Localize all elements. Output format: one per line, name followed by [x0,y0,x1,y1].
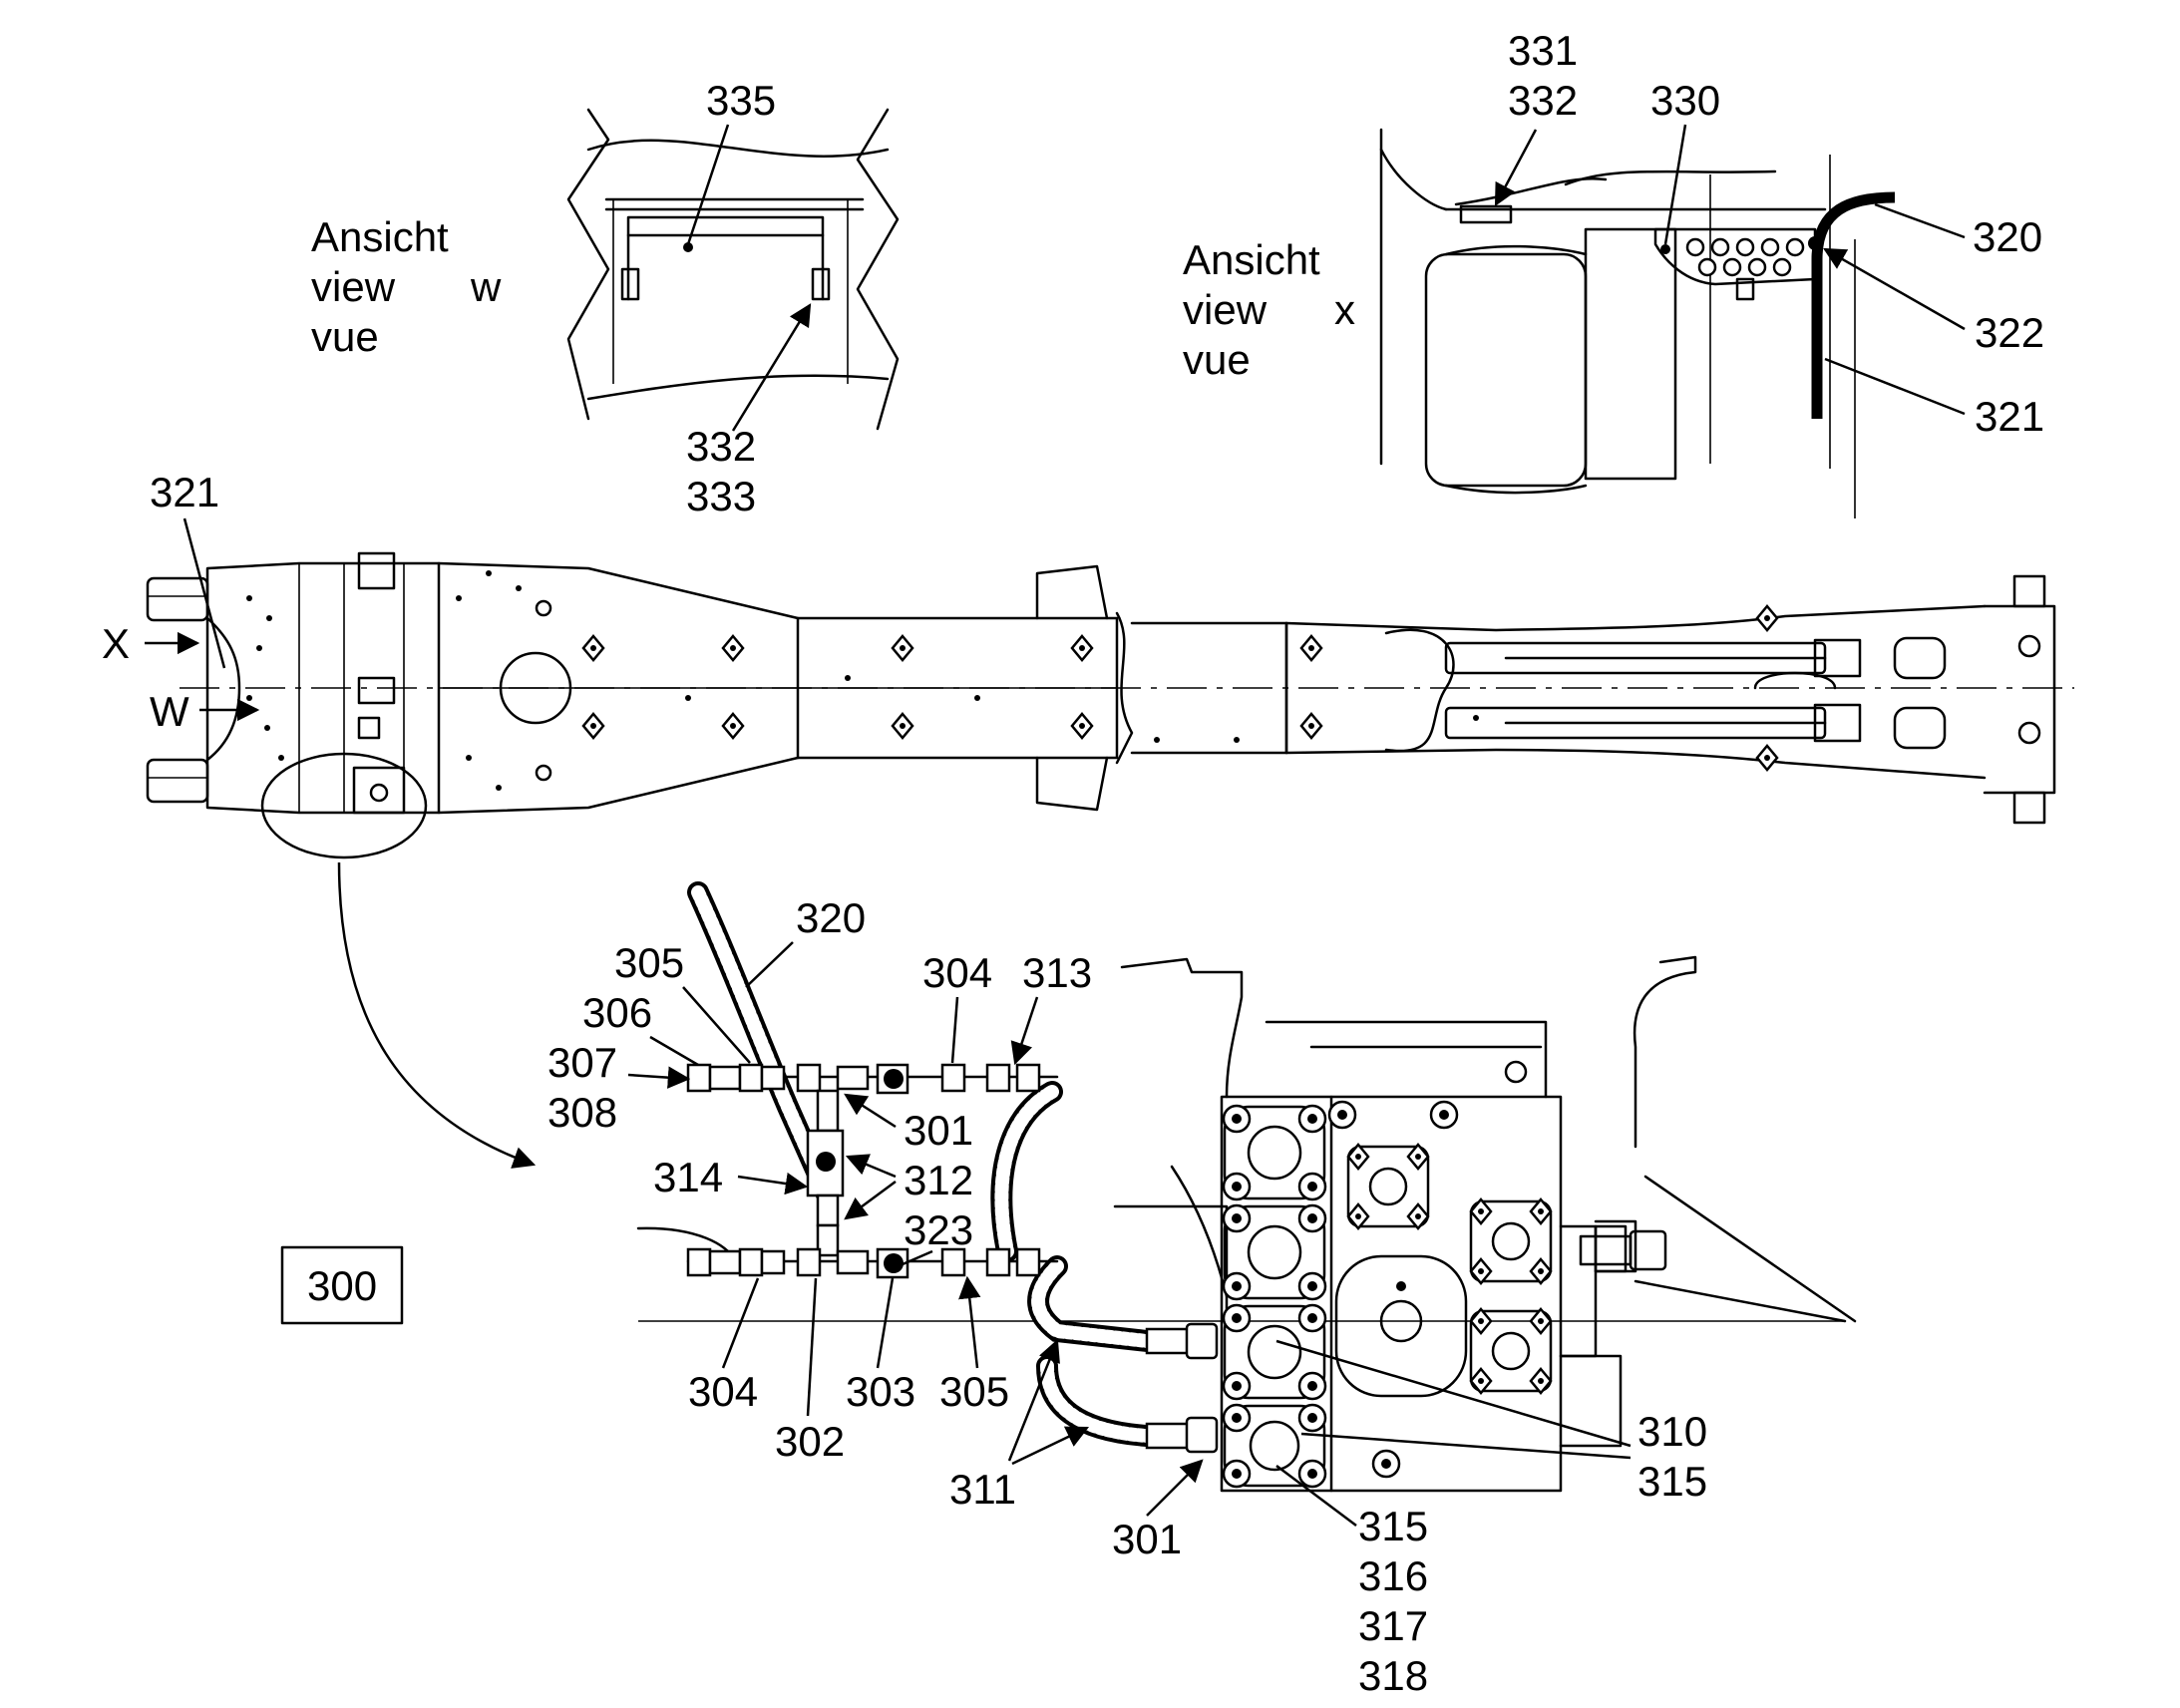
label-310: 310 [1637,1408,1707,1455]
label-322: 322 [1975,309,2044,356]
valve-block-assembly [636,881,1857,1493]
view-x-line2: view [1183,286,1268,333]
label-315-bottom: 315 [1358,1503,1428,1549]
label-301-top: 301 [904,1107,973,1154]
label-305-bottom: 305 [939,1368,1009,1415]
label-335: 335 [706,77,776,124]
view-x-letter: x [1334,286,1355,333]
label-323: 323 [904,1206,973,1253]
label-332-view-w: 332 [686,423,756,470]
view-w-caption: Ansicht view vue w [311,213,502,360]
label-313: 313 [1022,949,1092,996]
label-333: 333 [686,473,756,519]
detail-link-arrow [337,861,537,1169]
label-314: 314 [653,1154,723,1200]
label-302: 302 [775,1418,845,1465]
view-x-line1: Ansicht [1183,236,1320,283]
label-306: 306 [582,989,652,1036]
label-312: 312 [904,1157,973,1203]
view-w-detail [566,108,900,431]
label-317: 317 [1358,1602,1428,1649]
label-304-bottom: 304 [688,1368,758,1415]
label-311: 311 [949,1466,1016,1513]
label-320-detail: 320 [796,894,866,941]
label-308: 308 [547,1089,617,1136]
label-321-view-x: 321 [1975,393,2044,440]
view-w-line3: vue [311,313,379,360]
arrow-label-x: X [102,620,130,667]
label-307: 307 [547,1039,617,1086]
label-301-bottom: 301 [1112,1516,1182,1562]
label-305-top: 305 [614,939,684,986]
label-320-view-x: 320 [1973,213,2042,260]
label-321-main: 321 [150,469,219,515]
view-x-line3: vue [1183,336,1251,383]
label-304-top: 304 [922,949,992,996]
view-w-line1: Ansicht [311,213,449,260]
arrow-label-w: W [150,688,189,735]
view-x-caption: Ansicht view vue x [1183,236,1355,383]
label-332-view-x: 332 [1508,77,1578,124]
main-frame-assembly [146,551,2074,859]
view-w-letter: w [470,263,502,310]
view-x-detail [1379,128,1896,518]
view-w-line2: view [311,263,396,310]
reference-box-label: 300 [307,1262,377,1309]
label-318: 318 [1358,1652,1428,1699]
label-315-right: 315 [1637,1458,1707,1505]
reference-box [280,1245,404,1325]
label-330: 330 [1650,77,1720,124]
label-303: 303 [846,1368,915,1415]
label-331: 331 [1508,27,1578,74]
label-316: 316 [1358,1552,1428,1599]
